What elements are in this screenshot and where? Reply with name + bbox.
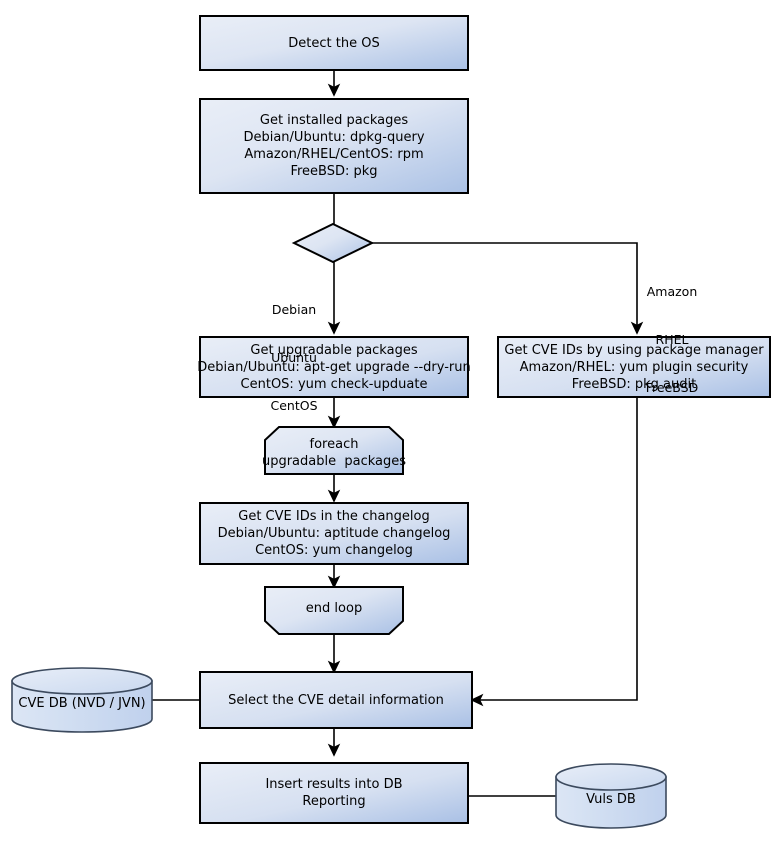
node-detect-os[interactable] xyxy=(199,15,469,71)
node-get-cve-ids-package-manager[interactable] xyxy=(497,336,771,398)
node-os-decision[interactable] xyxy=(291,222,375,264)
edge-decision-to-pkgmanager xyxy=(372,242,644,335)
node-foreach-loop-start[interactable] xyxy=(264,426,404,475)
edge-pkgmanager-to-select xyxy=(470,397,638,707)
node-get-installed-packages[interactable] xyxy=(199,98,469,194)
node-end-loop[interactable] xyxy=(264,586,404,635)
node-vuls-db[interactable] xyxy=(555,763,667,829)
node-get-upgradable-packages[interactable] xyxy=(199,336,469,398)
node-cve-db[interactable] xyxy=(11,667,153,733)
node-get-cve-ids-changelog[interactable] xyxy=(199,502,469,565)
node-insert-results[interactable] xyxy=(199,762,469,824)
edge-group xyxy=(152,70,644,797)
node-select-cve-detail[interactable] xyxy=(199,671,473,729)
